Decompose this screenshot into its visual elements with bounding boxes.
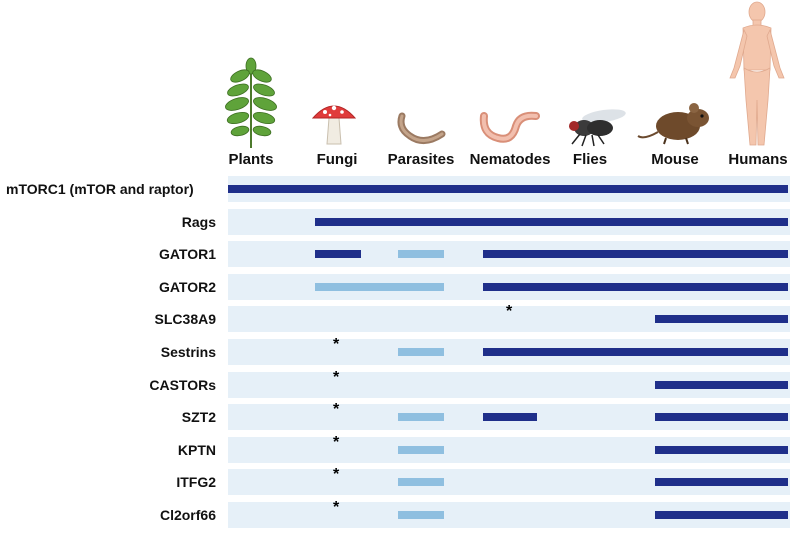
presence-bar-dark [483,282,788,291]
organism-label-nematodes: Nematodes [469,151,551,168]
presence-bar-dark [315,250,361,259]
fly-icon [569,109,626,147]
asterisk-marker: * [506,303,513,321]
presence-bar-light [315,282,444,291]
presence-bar-light [398,348,444,356]
presence-bar-dark [655,478,788,487]
protein-label: GATOR1 [158,246,216,263]
protein-label: GATOR2 [158,278,216,295]
presence-bar-light [398,250,444,259]
mouse-icon [637,103,709,145]
protein-label: Sestrins [160,344,216,360]
presence-bar-dark [483,250,788,259]
protein-label: Cl2orf66 [159,507,216,523]
plant-icon [225,57,277,148]
human-icon [729,1,785,146]
presence-bar-dark [655,445,788,454]
organism-label-plants: Plants [228,151,274,168]
parasite-worm-icon [397,112,446,144]
asterisk-marker: * [333,336,340,353]
presence-bar-light [398,478,444,487]
organism-label-parasites: Parasites [387,151,455,168]
nematode-icon [479,111,540,143]
presence-bar-dark [483,413,537,422]
presence-bar-dark [483,348,788,356]
organism-label-mouse: Mouse [651,151,699,168]
presence-bar-light [398,445,444,454]
asterisk-marker: * [333,368,340,386]
presence-bar-light [398,511,444,519]
organism-label-flies: Flies [572,151,608,168]
presence-bar-dark [655,511,788,519]
protein-label: ITFG2 [176,474,216,491]
protein-label: mTORC1 (mTOR and raptor) [6,181,194,197]
presence-bar-dark [655,315,788,324]
protein-label: SZT2 [181,409,216,426]
presence-bar-light [398,413,444,422]
asterisk-marker: * [333,433,340,451]
organism-label-fungi: Fungi [316,151,358,168]
protein-label: SLC38A9 [154,311,216,328]
presence-bar-dark [228,185,788,193]
presence-bar-dark [315,217,788,226]
protein-label: KPTN [177,441,216,458]
mushroom-icon [311,105,357,145]
protein-label: Rags [181,213,216,230]
asterisk-marker: * [333,499,340,516]
asterisk-marker: * [333,401,340,419]
organism-label-humans: Humans [728,151,788,168]
protein-label: CASTORs [149,376,216,393]
asterisk-marker: * [333,466,340,484]
presence-bar-dark [655,413,788,422]
presence-bar-dark [655,380,788,389]
